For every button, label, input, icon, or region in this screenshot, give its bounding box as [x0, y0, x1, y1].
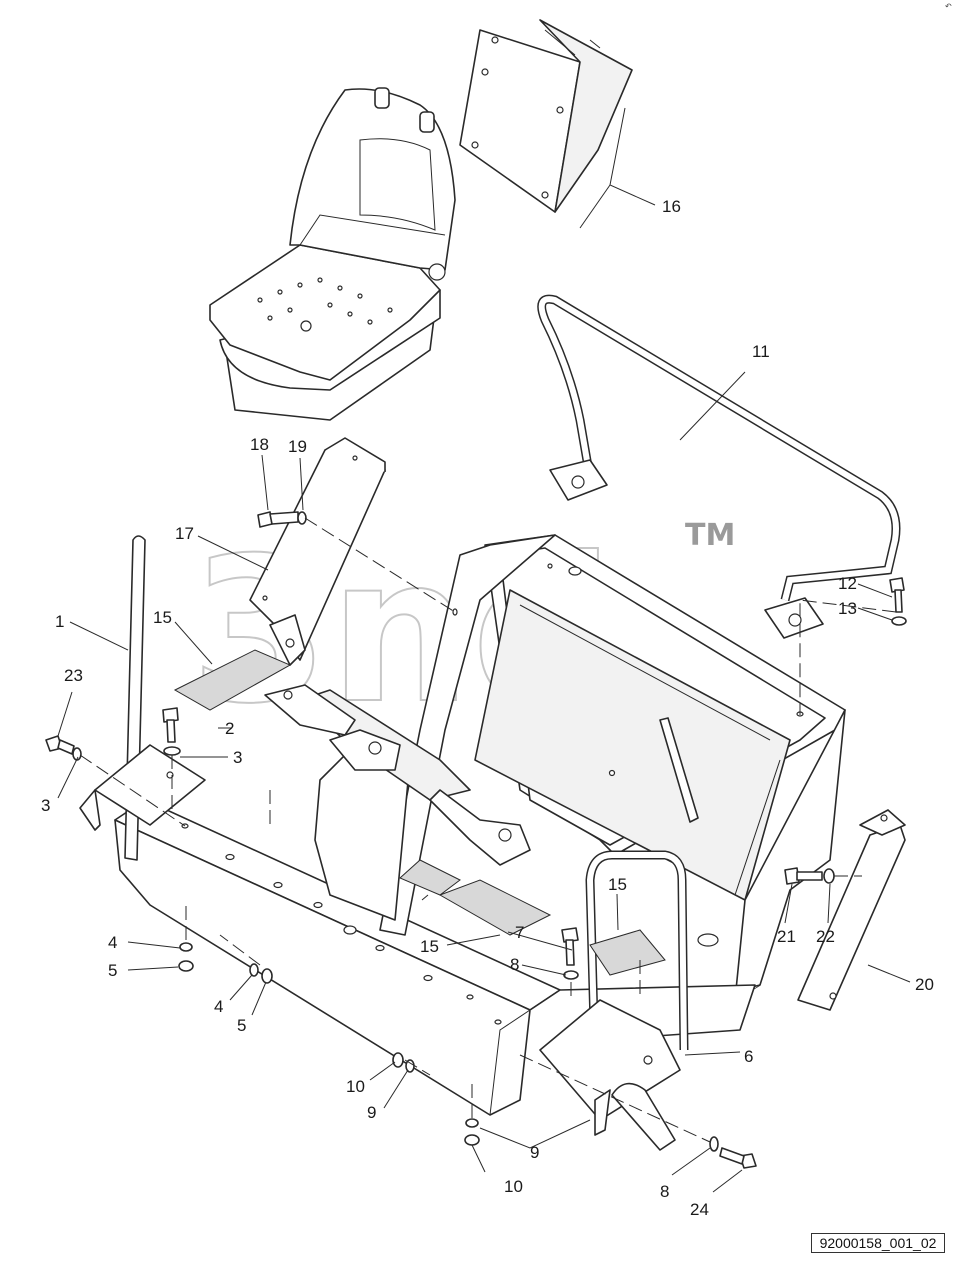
drawing-code-box: 92000158_001_02 [811, 1233, 945, 1253]
access-ladder [539, 850, 689, 1151]
callout-15: 15 [153, 608, 172, 627]
anti-slip-mats [173, 649, 292, 711]
leader-lines [57, 107, 911, 1193]
callout-4: 4 [108, 933, 117, 952]
callout-2: 2 [225, 719, 234, 738]
callout-23: 23 [64, 666, 83, 685]
callout-19: 19 [288, 437, 307, 456]
callout-17: 17 [175, 524, 194, 543]
callout-11: 11 [752, 342, 770, 361]
callout-22: 22 [816, 927, 835, 946]
platform-frame [114, 534, 846, 1116]
callout-8: 8 [510, 955, 519, 974]
mounting-bracket-20 [797, 809, 906, 1011]
callout-4: 4 [214, 997, 223, 1016]
frame-holes [181, 563, 804, 1025]
seat-holes [257, 277, 393, 325]
callout-13: 13 [838, 599, 857, 618]
callout-1: 1 [55, 612, 64, 631]
callout-9: 9 [367, 1103, 376, 1122]
callout-5: 5 [237, 1016, 246, 1035]
assembly-lines [79, 517, 897, 1143]
callout-24: 24 [690, 1200, 709, 1219]
callout-7: 7 [515, 923, 524, 942]
callout-9: 9 [530, 1143, 539, 1162]
callout-12: 12 [838, 574, 857, 593]
callout-labels: 1 2 3 3 3 4 4 5 5 6 7 8 8 9 9 10 10 11 1… [41, 197, 934, 1219]
arrow-icon: ↶ [945, 2, 952, 11]
callout-15: 15 [608, 875, 627, 894]
callout-20: 20 [915, 975, 934, 994]
operator-seat [209, 87, 456, 421]
callout-16: 16 [662, 197, 681, 216]
trademark-text: TM [685, 518, 735, 553]
callout-3: 3 [233, 748, 242, 767]
callout-6: 6 [744, 1047, 753, 1066]
callout-21: 21 [777, 927, 796, 946]
storage-pouch [459, 19, 633, 213]
callout-5: 5 [108, 961, 117, 980]
callout-18: 18 [250, 435, 269, 454]
callout-15: 15 [420, 937, 439, 956]
callout-8: 8 [660, 1182, 669, 1201]
left-grab-post [79, 535, 206, 861]
callout-3: 3 [41, 796, 50, 815]
callout-10: 10 [504, 1177, 523, 1196]
fasteners [45, 511, 907, 1169]
callout-10: 10 [346, 1077, 365, 1096]
grab-handle [537, 294, 901, 639]
mounting-bracket-17 [249, 437, 386, 666]
